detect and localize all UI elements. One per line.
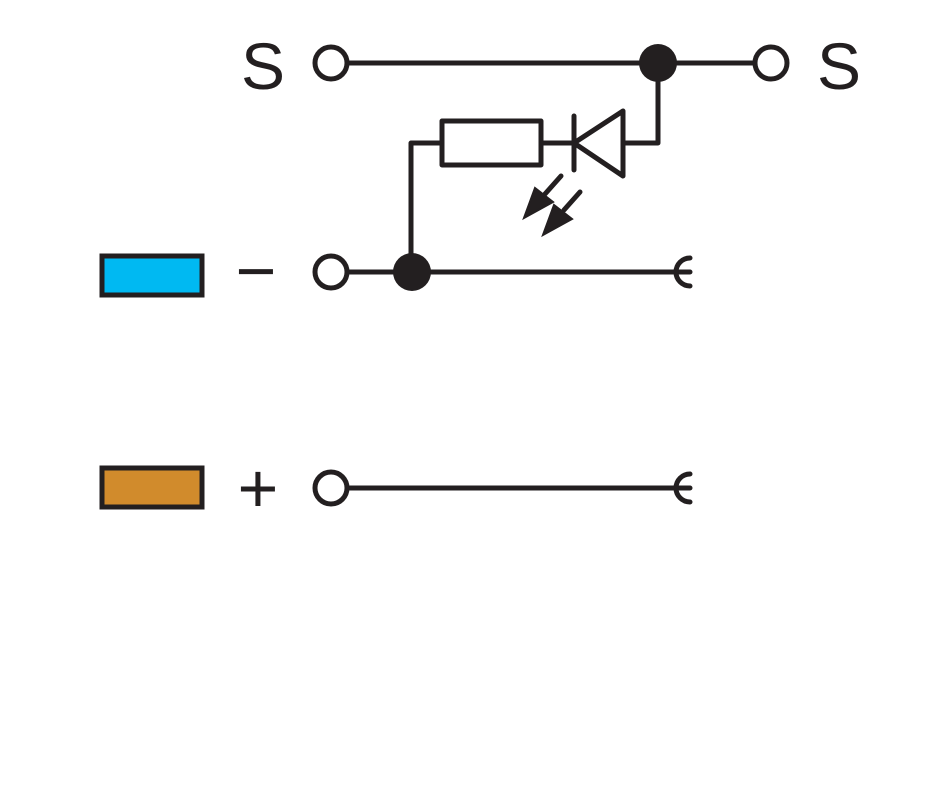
plus-color-marker	[99, 465, 205, 510]
junction-dot-icon	[393, 253, 431, 291]
plug-socket-icon	[673, 255, 693, 289]
terminal-icon	[312, 253, 350, 291]
terminal-icon	[752, 44, 790, 82]
terminal-icon	[312, 44, 350, 82]
led-diode-icon	[538, 108, 626, 179]
resistor-wire	[408, 140, 445, 275]
signal-label-right: S	[817, 29, 861, 103]
terminal-icon	[312, 469, 350, 507]
plus-label: +	[238, 449, 279, 527]
light-emission-arrows-icon	[522, 173, 583, 238]
minus-color-marker	[99, 253, 205, 298]
minus-label: −	[236, 232, 277, 310]
resistor-icon	[439, 118, 544, 168]
plug-socket-icon	[673, 471, 693, 505]
junction-dot-icon	[639, 44, 677, 82]
led-wire	[622, 60, 661, 146]
signal-label-left: S	[241, 29, 285, 103]
